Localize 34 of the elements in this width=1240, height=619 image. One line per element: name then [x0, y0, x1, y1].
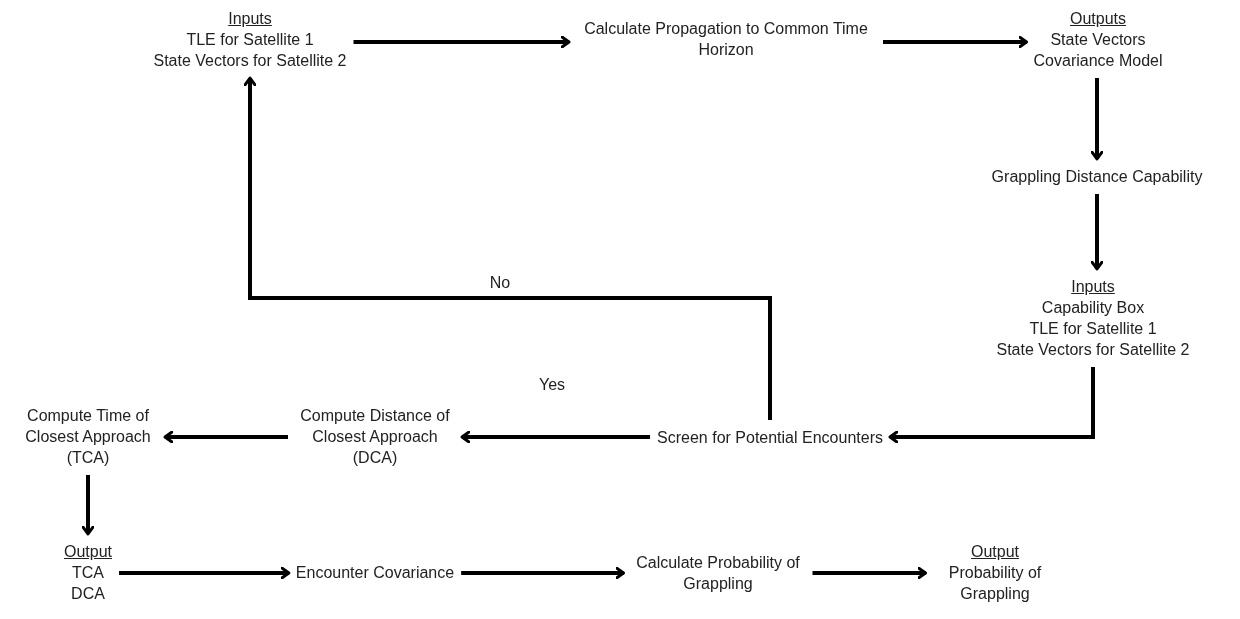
item-label: State Vectors for Satellite 2	[996, 340, 1190, 360]
section-heading: Output	[64, 542, 112, 562]
arrow	[243, 76, 772, 420]
arrow	[1090, 78, 1104, 161]
section-heading: Output	[970, 542, 1020, 562]
step-label: Grappling Distance Capability	[991, 166, 1203, 187]
step-label: Encounter Covariance	[295, 562, 455, 583]
arrow	[163, 430, 288, 444]
item-label: State Vectors	[1049, 30, 1147, 50]
step-label: Compute Distance of Closest Approach (DCA)	[295, 405, 455, 468]
arrow	[81, 475, 95, 536]
arrow	[461, 566, 625, 580]
arrow	[812, 566, 927, 580]
step-label: Calculate Propagation to Common Time Horizon	[576, 18, 876, 60]
item-label: TLE for Satellite 1	[1028, 319, 1158, 339]
arrow	[1090, 194, 1104, 271]
arrow	[353, 35, 571, 49]
section-heading: Outputs	[1069, 9, 1127, 29]
arrow	[119, 566, 291, 580]
section-heading: Inputs	[1070, 277, 1116, 297]
arrow	[888, 367, 1095, 444]
step-label: Screen for Potential Encounters	[657, 427, 883, 448]
item-label: State Vectors for Satellite 2	[153, 51, 347, 71]
step-label: Calculate Probability of Grappling	[630, 552, 806, 594]
item-label: Covariance Model	[1033, 51, 1163, 71]
item-label: DCA	[70, 584, 106, 604]
arrow	[883, 35, 1028, 49]
item-label: TCA	[71, 563, 105, 583]
item-label: TLE for Satellite 1	[185, 30, 315, 50]
arrow	[460, 430, 651, 444]
item-label: Capability Box	[1040, 298, 1146, 318]
step-label: Compute Time of Closest Approach (TCA)	[18, 405, 158, 468]
item-label: Probability of Grappling	[947, 563, 1043, 604]
section-heading: Inputs	[227, 9, 273, 29]
